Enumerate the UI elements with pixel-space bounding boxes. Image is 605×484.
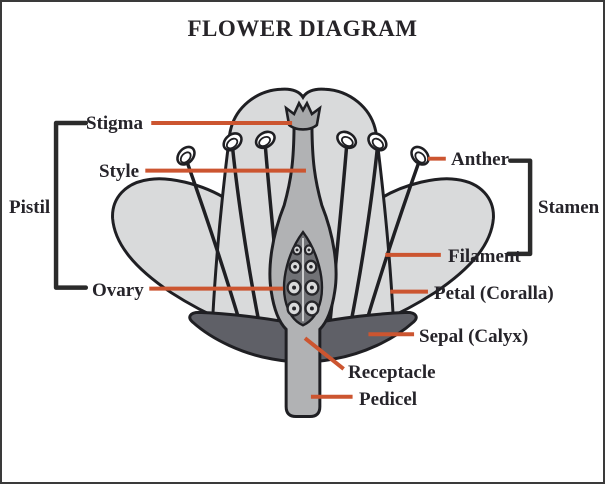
anther-shape [254, 130, 276, 150]
filament-line [347, 146, 380, 332]
label-style: Style [99, 161, 140, 182]
label-stigma: Stigma [86, 113, 143, 134]
label-pedicel: Pedicel [359, 389, 418, 410]
ovule-dot [309, 285, 314, 290]
anther-detail [179, 151, 192, 164]
anther-shape [367, 132, 388, 152]
ovule-dot [293, 265, 297, 269]
label-sepal: Sepal (Calyx) [419, 326, 529, 347]
anther-detail [341, 135, 354, 147]
anther-detail [371, 137, 384, 150]
label-anther: Anther [451, 149, 510, 170]
label-filament: Filament [448, 246, 521, 267]
ovule-dot [309, 265, 313, 269]
anther-shape [222, 132, 243, 152]
label-receptacle: Receptacle [348, 362, 436, 383]
pistil-bracket [53, 120, 89, 290]
stigma-crown-shape [284, 100, 322, 131]
anther-shape [336, 130, 358, 150]
leader-lines [145, 121, 446, 399]
ovules [286, 244, 320, 317]
ovule-dot [292, 306, 297, 311]
ovule-dot [307, 248, 311, 252]
leader-line-receptacle [303, 336, 345, 371]
label-group-stamen: Stamen [538, 197, 600, 218]
anther-detail [225, 137, 239, 150]
filament-line [185, 159, 245, 333]
group-brackets [53, 120, 533, 290]
ovule-dot [309, 306, 314, 311]
anther-detail [258, 135, 271, 147]
label-petal: Petal (Coralla) [434, 283, 554, 304]
anther-detail [414, 151, 427, 164]
label-ovary: Ovary [92, 280, 144, 301]
filament-line [230, 146, 263, 332]
ovule-dot [292, 285, 297, 290]
page-title: FLOWER DIAGRAM [187, 16, 418, 41]
anther-shape [176, 145, 196, 166]
anther-shapes [176, 130, 430, 166]
stamen-bracket [506, 158, 533, 257]
filament-line [361, 159, 421, 333]
anther-shape [410, 145, 430, 166]
ovule-dot [295, 248, 299, 252]
label-group-pistil: Pistil [9, 197, 51, 218]
